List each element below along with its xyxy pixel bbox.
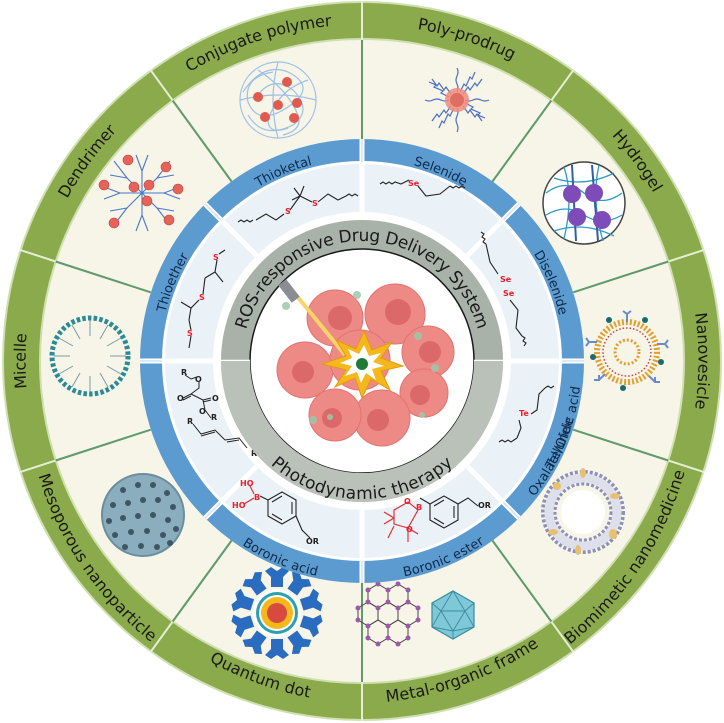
hydrogel-icon [542, 161, 626, 245]
telluride-atom-te: Te [519, 409, 529, 418]
thioketal-atom-s1: S [285, 207, 291, 216]
thioether-atom-s3: S [187, 329, 193, 338]
oxalate-atom-o1: O [195, 375, 202, 384]
thioketal-structure-icon: S S [237, 185, 359, 223]
nanovesicle-icon [585, 310, 669, 391]
boronic-acid-atom-b: B [254, 493, 260, 502]
boronic-acid-atom-ho2: HO [232, 501, 246, 510]
boronic-ester-atom-b: B [416, 503, 422, 512]
mesoporous-nanoparticle-icon [101, 473, 185, 557]
poly-prodrug-icon [424, 67, 490, 133]
thioketal-atom-s2: S [312, 199, 318, 208]
oxalate-atom-o2: O [177, 394, 184, 403]
carrier-label-micelle: Micelle [10, 332, 30, 389]
boronic-ester-atom-or: OR [478, 501, 491, 510]
boronic-acid-atom-ho1: HO [240, 479, 254, 488]
boronic-ester-atom-o1: O [404, 497, 411, 506]
thioether-structure-icon: S S S [180, 249, 226, 349]
oxalate-atom-r1: R [181, 368, 187, 377]
diselenide-atom-se2: Se [503, 289, 515, 298]
metal-organic-frame-icon [355, 581, 475, 647]
thioether-atom-s1: S [213, 253, 219, 262]
boronic-ester-structure-icon: B O O OR [383, 495, 491, 542]
quantum-dot-icon [231, 567, 323, 659]
oxalate-atom-o4: O [199, 407, 206, 416]
boronic-ester-atom-o2: O [406, 525, 413, 534]
tumor-cells-with-light-fiber-and-ros-burst-icon [276, 279, 455, 447]
boronic-acid-atom-or: OR [306, 537, 319, 546]
oleic-atom-r: R [187, 417, 193, 426]
carrier-label-nanovesicle: Nanovesicle [691, 311, 713, 410]
telluride-structure-icon: Te [498, 385, 555, 443]
biomimetic-nanomedicine-icon [541, 468, 625, 555]
linker-dividers-light [140, 139, 584, 583]
micelle-icon [49, 315, 131, 397]
thioether-atom-s2: S [199, 293, 205, 302]
oxalate-oleic-acid-structure-icon: R O O O O R R R' [177, 368, 260, 458]
dendrimer-icon [98, 154, 184, 232]
selenide-atom-se: Se [408, 179, 420, 188]
diselenide-structure-icon: Se Se [480, 231, 527, 347]
conjugate-polymer-icon [239, 61, 317, 139]
oleic-atom-r-prime: R' [251, 449, 260, 458]
diselenide-atom-se1: Se [500, 275, 512, 284]
boronic-acid-structure-icon: B HO HO OR [232, 479, 319, 546]
oxalate-atom-r2: R [211, 413, 217, 422]
oxalate-atom-o3: O [212, 394, 219, 403]
selenide-structure-icon: Se [379, 179, 466, 197]
